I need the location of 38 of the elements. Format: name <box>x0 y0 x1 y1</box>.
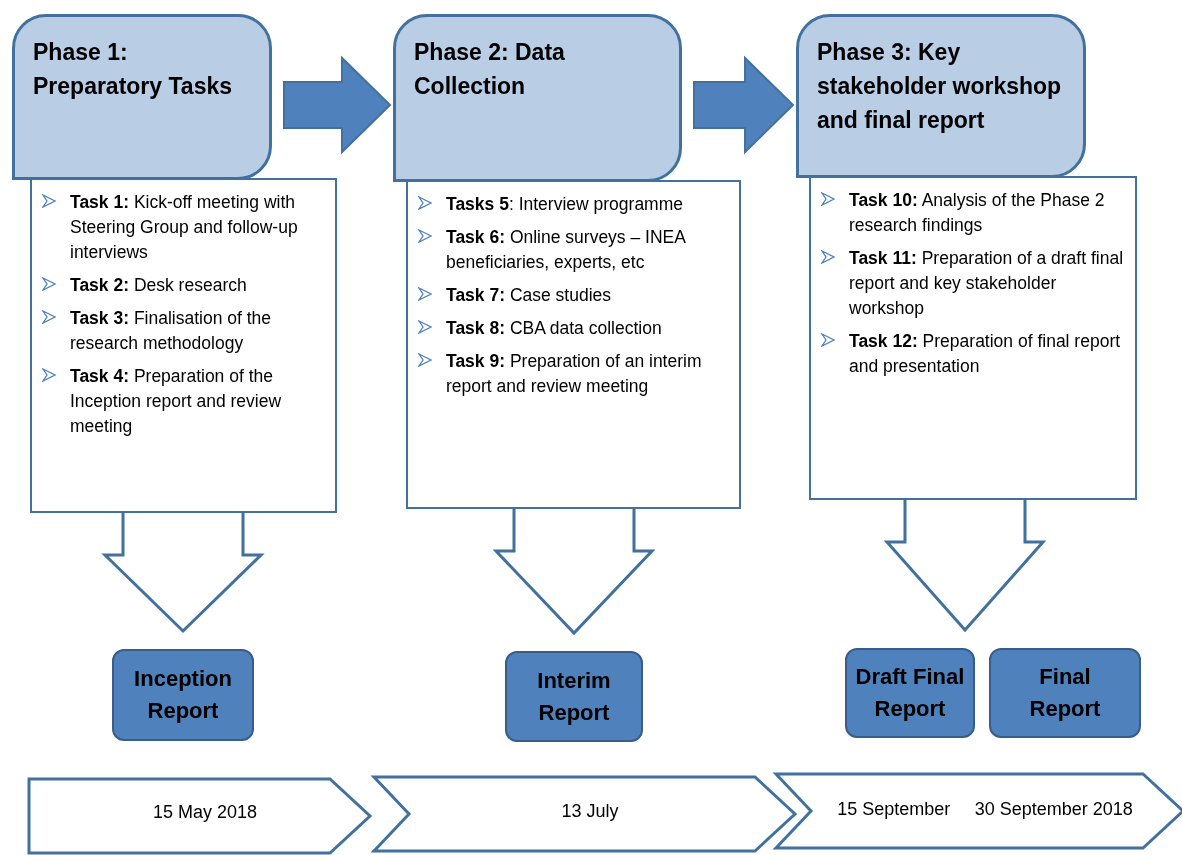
report-box <box>989 648 1141 738</box>
phase-box <box>796 14 1086 178</box>
task-text: Tasks 5: Interview programme <box>446 193 683 216</box>
block-arrow <box>101 511 265 634</box>
report-label: Interim Report <box>536 666 612 727</box>
report-box <box>505 651 643 742</box>
task-text: Task 8: CBA data collection <box>446 317 662 340</box>
task-list-box <box>406 180 741 509</box>
report-label: Inception Report <box>133 665 233 725</box>
block-arrow <box>492 507 656 636</box>
phase-title: Phase 3: Key stakeholder workshop and final report <box>817 38 1063 135</box>
block-arrow <box>283 55 392 155</box>
date-label: 15 September <box>837 799 951 820</box>
phase-box <box>12 14 272 180</box>
report-box <box>845 648 975 738</box>
task-list-box <box>30 178 337 513</box>
task-text: Task 4: Preparation of the Inception report and review meeting <box>70 365 283 438</box>
report-label: Draft Final Report <box>854 663 966 723</box>
task-text: Task 6: Online surveys – INEA beneficiaries, experts, etc <box>446 226 687 274</box>
task-text: Task 7: Case studies <box>446 284 612 307</box>
phase-box <box>393 14 682 182</box>
phase-title: Phase 1: Preparatory Tasks <box>33 38 233 101</box>
date-label: 30 September 2018 <box>974 799 1133 820</box>
date-label: 15 May 2018 <box>152 801 258 823</box>
date-label: 13 July <box>561 800 619 822</box>
task-text: Task 1: Kick-off meeting with Steering Group and follow-up interviews <box>70 191 299 264</box>
phase-title: Phase 2: Data Collection <box>414 38 566 101</box>
task-text: Task 3: Finalisation of the research methodology <box>70 307 273 355</box>
task-text: Task 9: Preparation of an interim report and review meeting <box>446 350 703 398</box>
report-label: Final Report <box>1028 663 1102 723</box>
task-text: Task 10: Analysis of the Phase 2 research findings <box>849 189 1106 237</box>
task-text: Task 11: Preparation of a draft final report and key stakeholder workshop <box>849 247 1124 320</box>
block-arrow <box>693 55 795 155</box>
block-arrow <box>883 498 1047 633</box>
task-list-box <box>809 176 1137 500</box>
task-text: Task 12: Preparation of final report and presentation <box>849 330 1122 378</box>
task-text: Task 2: Desk research <box>70 274 247 297</box>
report-box <box>112 649 254 741</box>
